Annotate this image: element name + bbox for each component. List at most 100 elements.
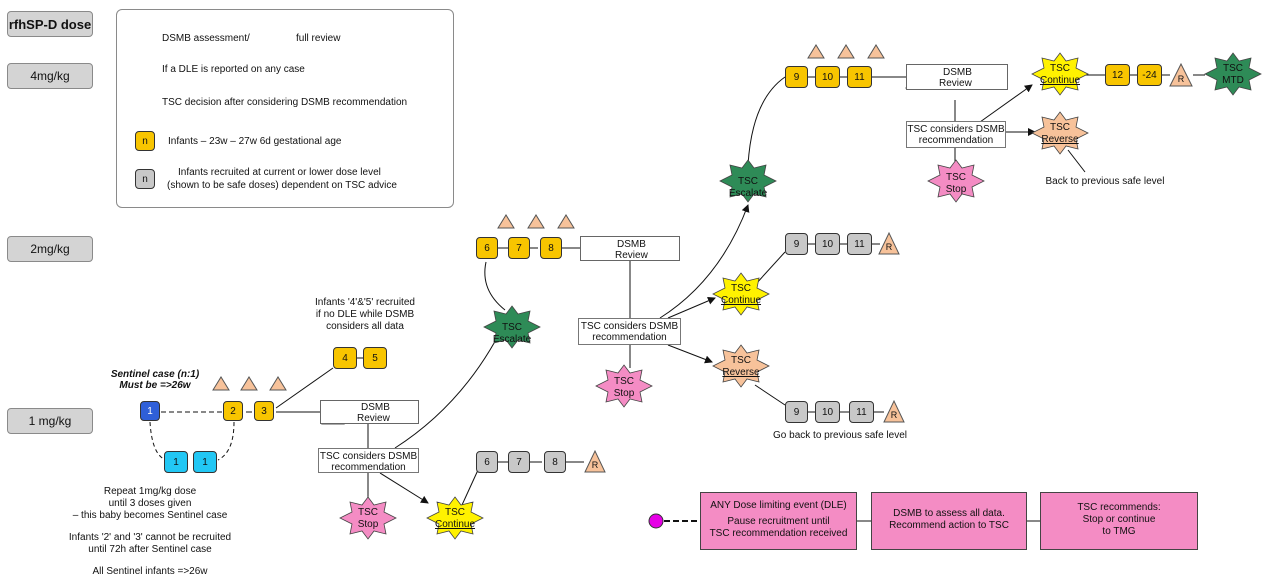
star-continue-text: Continue — [434, 519, 476, 530]
legend-infants-grey-1: Infants recruited at current or lower do… — [178, 167, 381, 178]
star-tsc-text: TSC — [358, 507, 378, 518]
legend-panel — [116, 9, 454, 208]
node-9: 9 — [785, 66, 808, 88]
considers-line1: TSC considers DSMB — [907, 124, 1005, 135]
node-12: 12 — [1105, 64, 1130, 86]
legend-tsc-decision: TSC decision after considering DSMB reco… — [162, 97, 408, 108]
svg-text:R: R — [1178, 74, 1185, 84]
page-title: rfhSP-D dose — [7, 11, 93, 37]
legend-full-review: full review — [296, 33, 341, 44]
dsmb-assess-box: DSMB to assess all data. Recommend actio… — [871, 492, 1027, 550]
review-line2: Review — [615, 250, 648, 261]
dle-box2-line1: DSMB to assess all data. — [893, 508, 1005, 519]
dle-box2-line2: Recommend action to TSC — [889, 520, 1009, 531]
sentinel-repeat-3: – this baby becomes Sentinel case — [72, 510, 228, 521]
node-1-repeat-a: 1 — [164, 451, 188, 473]
all-sentinel-note: All Sentinel infants =>26w — [92, 566, 208, 577]
star-tsc-text: TSC — [1223, 63, 1243, 74]
star-tsc-text: TSC — [445, 507, 465, 518]
node-9-grey-b: 9 — [785, 401, 808, 423]
infants-23-note-2: until 72h after Sentinel case — [88, 544, 212, 555]
legend-infants-yellow: Infants – 23w – 27w 6d gestational age — [168, 136, 342, 147]
star-escalate-text: Escalate — [492, 334, 532, 345]
node-11: 11 — [847, 66, 872, 88]
node-10: 10 — [815, 66, 840, 88]
go-back-note: Go back to previous safe level — [773, 430, 907, 441]
review-line2: Review — [939, 78, 972, 89]
star-tsc-text: TSC — [946, 172, 966, 183]
node-6: 6 — [476, 237, 498, 259]
node-4: 4 — [333, 347, 357, 369]
dose-level-4mg: 4mg/kg — [7, 63, 93, 89]
legend-dle: If a DLE is reported on any case — [162, 64, 305, 75]
infants-45-note-3: considers all data — [326, 321, 404, 332]
tsc-recommends-box: TSC recommends: Stop or continue to TMG — [1040, 492, 1198, 550]
node-8-grey: 8 — [544, 451, 566, 473]
star-tsc-text: TSC — [731, 355, 751, 366]
dsmb-review-1mg: DSMB Review — [320, 400, 419, 424]
node-1-sentinel: 1 — [140, 401, 160, 421]
node-3: 3 — [254, 401, 274, 421]
considers-line2: recommendation — [918, 135, 994, 146]
considers-line1: TSC considers DSMB — [580, 321, 679, 332]
sentinel-title: Sentinel case (n:1) — [110, 369, 200, 380]
sentinel-subtitle: Must be =>26w — [119, 380, 191, 391]
node-7: 7 — [508, 237, 530, 259]
legend-dsmb-assessment: DSMB assessment/ — [162, 33, 250, 44]
node-10-grey-b: 10 — [815, 401, 840, 423]
considers-line1: TSC considers DSMB — [319, 451, 418, 462]
legend-infants-grey-2: (shown to be safe doses) dependent on TS… — [167, 180, 397, 191]
back-to-previous-note: Back to previous safe level — [1045, 176, 1165, 187]
node-6-grey: 6 — [476, 451, 498, 473]
dle-box3-line1: TSC recommends: — [1077, 502, 1161, 513]
star-tsc-text: TSC — [738, 176, 758, 187]
dsmb-review-2mg: DSMB Review — [580, 236, 680, 261]
dle-box1-line3: TSC recommendation received — [709, 528, 848, 539]
star-continue-text: Continue — [1039, 75, 1081, 86]
dose-level-1mg: 1 mg/kg — [7, 408, 93, 434]
node-2: 2 — [223, 401, 243, 421]
legend-yellow-node: n — [135, 131, 155, 151]
tsc-considers-2mg: TSC considers DSMB recommendation — [578, 318, 681, 345]
svg-text:R: R — [592, 460, 599, 470]
sentinel-repeat-1: Repeat 1mg/kg dose — [103, 486, 197, 497]
star-tsc-text: TSC — [731, 283, 751, 294]
infants-23-note-1: Infants '2' and '3' cannot be recruited — [68, 532, 232, 543]
review-line1: DSMB — [361, 402, 390, 413]
node-24: -24 — [1137, 64, 1162, 86]
star-tsc-text: TSC — [502, 322, 522, 333]
star-stop-text: Stop — [357, 519, 379, 530]
dle-box1-line2: Pause recruitment until — [727, 516, 830, 527]
dle-box3-line3: to TMG — [1102, 526, 1136, 537]
star-stop-text: Stop — [945, 184, 967, 195]
node-11-grey-b: 11 — [849, 401, 874, 423]
star-tsc-text: TSC — [1050, 122, 1070, 133]
svg-text:R: R — [886, 242, 893, 252]
dle-box1-line1: ANY Dose limiting event (DLE) — [710, 500, 847, 511]
tsc-considers-4mg: TSC considers DSMB recommendation — [906, 121, 1006, 148]
dle-box3-line2: Stop or continue — [1082, 514, 1156, 525]
considers-line2: recommendation — [592, 332, 667, 343]
node-9-grey-a: 9 — [785, 233, 808, 255]
star-stop-text: Stop — [613, 388, 635, 399]
infants-45-note-2: if no DLE while DSMB — [315, 309, 415, 320]
star-tsc-text: TSC — [1050, 63, 1070, 74]
node-11-grey-a: 11 — [847, 233, 872, 255]
review-line2: Review — [357, 413, 390, 424]
svg-text:R: R — [891, 410, 898, 420]
node-5: 5 — [363, 347, 387, 369]
considers-line2: recommendation — [331, 462, 406, 473]
sentinel-repeat-2: until 3 doses given — [108, 498, 192, 509]
star-tsc-text: TSC — [614, 376, 634, 387]
